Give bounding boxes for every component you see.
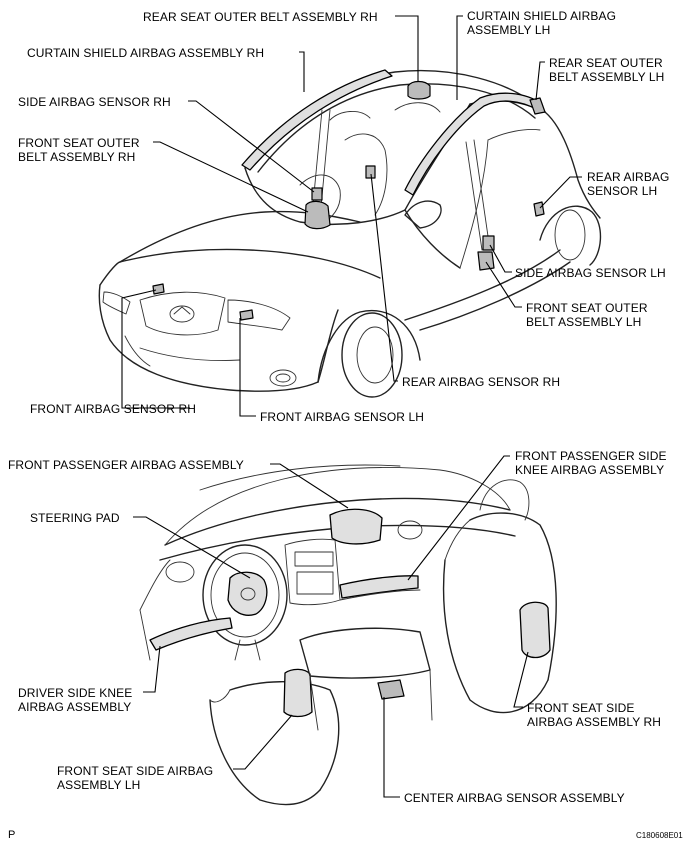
page-marker: P [8,829,16,841]
upper-airbag-parts [152,69,546,321]
label-front-passenger-airbag: FRONT PASSENGER AIRBAG ASSEMBLY [8,458,244,472]
upper-leader-lines [121,15,582,417]
label-driver-side-knee-airbag: DRIVER SIDE KNEE AIRBAG ASSEMBLY [18,686,133,714]
label-front-airbag-sensor-lh: FRONT AIRBAG SENSOR LH [260,410,425,424]
label-front-seat-side-airbag-rh: FRONT SEAT SIDE AIRBAG ASSEMBLY RH [527,701,662,729]
label-curtain-shield-airbag-rh: CURTAIN SHIELD AIRBAG ASSEMBLY RH [27,46,265,60]
label-front-seat-side-airbag-lh: FRONT SEAT SIDE AIRBAG ASSEMBLY LH [57,764,214,792]
label-front-seat-outer-belt-lh: FRONT SEAT OUTER BELT ASSEMBLY LH [526,301,648,329]
label-steering-pad: STEERING PAD [30,511,120,525]
label-front-airbag-sensor-rh: FRONT AIRBAG SENSOR RH [30,402,197,416]
label-rear-airbag-sensor-lh: REAR AIRBAG SENSOR LH [587,170,670,198]
label-rear-seat-outer-belt-rh: REAR SEAT OUTER BELT ASSEMBLY RH [143,10,378,24]
label-side-airbag-sensor-lh: SIDE AIRBAG SENSOR LH [515,266,666,280]
label-curtain-shield-airbag-lh: CURTAIN SHIELD AIRBAG ASSEMBLY LH [467,9,617,37]
label-front-seat-outer-belt-rh: FRONT SEAT OUTER BELT ASSEMBLY RH [18,136,140,164]
label-side-airbag-sensor-rh: SIDE AIRBAG SENSOR RH [18,95,171,109]
interior-illustration [139,464,557,806]
figure-code: C180608E01 [636,831,683,840]
lower-leader-lines [133,455,529,798]
label-front-passenger-side-knee-airbag: FRONT PASSENGER SIDE KNEE AIRBAG ASSEMBL… [515,449,667,477]
car-body-illustration [98,69,602,398]
label-center-airbag-sensor: CENTER AIRBAG SENSOR ASSEMBLY [404,791,625,805]
label-rear-airbag-sensor-rh: REAR AIRBAG SENSOR RH [402,375,561,389]
label-rear-seat-outer-belt-lh: REAR SEAT OUTER BELT ASSEMBLY LH [549,56,665,84]
